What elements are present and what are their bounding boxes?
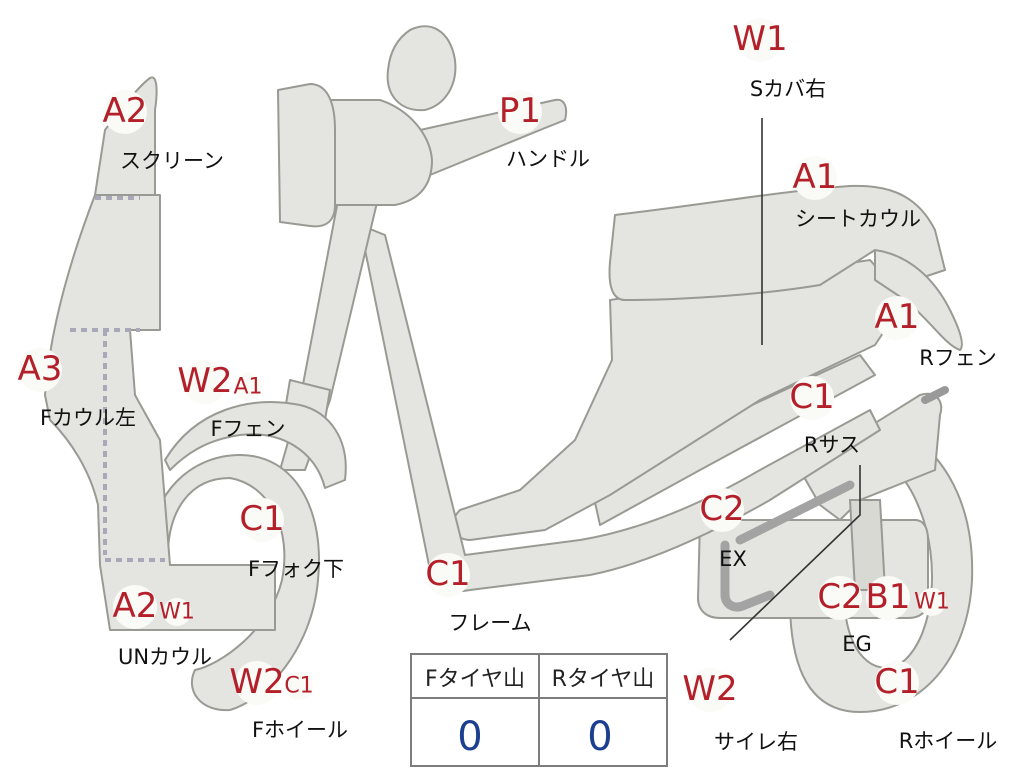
damage-code: A1 (793, 157, 838, 197)
badge-circle (866, 576, 910, 620)
label-a2-screen: A2 スクリーン (103, 90, 224, 173)
part-name: Fカウル左 (40, 406, 136, 430)
badge-circle (700, 488, 744, 532)
damage-code: A3 (18, 349, 63, 389)
damage-code: A2 (113, 586, 158, 626)
part-name: Fフォク下 (248, 557, 344, 581)
exhaust-tip (921, 386, 949, 404)
badge-circle (18, 348, 62, 392)
badge-circle (426, 553, 470, 597)
damage-code: W1 (732, 19, 787, 59)
damage-code: C1 (425, 554, 470, 594)
badge-circle (875, 661, 919, 705)
front-tire-header: Fタイヤ山 (425, 667, 525, 692)
badge-circle (688, 668, 732, 712)
damage-code: C1 (284, 673, 313, 698)
part-name: Fフェン (210, 417, 285, 441)
part-name: シートカウル (795, 207, 921, 231)
part-name: ハンドル (506, 147, 590, 171)
part-name: Fホイール (252, 718, 348, 742)
rear-tire-header: Rタイヤ山 (552, 667, 655, 692)
leader-line (729, 465, 861, 641)
head-lamp (277, 83, 336, 228)
badge-circle (183, 360, 227, 404)
badge-circle (875, 296, 919, 340)
damage-code: A2 (103, 91, 148, 131)
part-name: Rホイール (899, 729, 998, 753)
damage-code: C2 (817, 577, 862, 617)
badge-circle (234, 373, 262, 401)
damage-code: C1 (789, 377, 834, 417)
damage-code: W1 (914, 589, 950, 614)
label-c1-frame: C1 フレーム (425, 553, 532, 635)
damage-code: P1 (499, 91, 541, 131)
front-tire-value: 0 (457, 714, 482, 760)
part-name: サイレ右 (714, 730, 798, 754)
part-name: EG (842, 632, 872, 656)
badge-circle (163, 598, 191, 626)
damage-code: C1 (874, 662, 919, 702)
part-name: EX (719, 547, 747, 571)
damage-code: B1 (866, 577, 911, 617)
mirror (386, 25, 457, 112)
badge-circle (790, 376, 834, 420)
part-name: Rフェン (919, 346, 997, 370)
badge-circle (918, 588, 946, 616)
badge-circle (235, 661, 279, 705)
part-name: Rサス (804, 433, 860, 457)
exhaust-pipe (720, 480, 855, 612)
part-name: UNカウル (118, 645, 212, 669)
damage-code: C1 (239, 499, 284, 539)
damage-code: A1 (875, 297, 920, 337)
badge-circle (818, 576, 862, 620)
label-p1-handle: P1 ハンドル (498, 90, 590, 171)
damage-code: W1 (159, 599, 195, 624)
damage-code: C2 (699, 489, 744, 529)
badge-circle (113, 585, 157, 629)
badge-circle (240, 498, 284, 542)
damage-code: W2 (682, 669, 737, 709)
rear-fender-tail (874, 249, 963, 351)
part-name: Sカバ右 (750, 77, 826, 101)
damage-code: A1 (233, 374, 262, 399)
badge-circle (498, 90, 542, 134)
part-name: フレーム (448, 611, 531, 635)
badge-circle (738, 18, 782, 62)
badge-circle (285, 672, 313, 700)
tire-tread-table: Fタイヤ山 Rタイヤ山 0 0 (410, 653, 668, 767)
front-cowl (44, 194, 276, 631)
rear-tire-value: 0 (587, 714, 612, 760)
front-fender (164, 401, 347, 489)
label-w2-silencer: W2 サイレ右 (682, 668, 798, 754)
damage-code: W2 (229, 662, 284, 702)
badge-circle (793, 156, 837, 200)
part-name: スクリーン (120, 149, 224, 173)
label-a1-seatcowl: A1 シートカウル (793, 156, 921, 231)
badge-circle (103, 90, 147, 134)
damage-code: W2 (177, 361, 232, 401)
cowl-seam (70, 328, 165, 562)
